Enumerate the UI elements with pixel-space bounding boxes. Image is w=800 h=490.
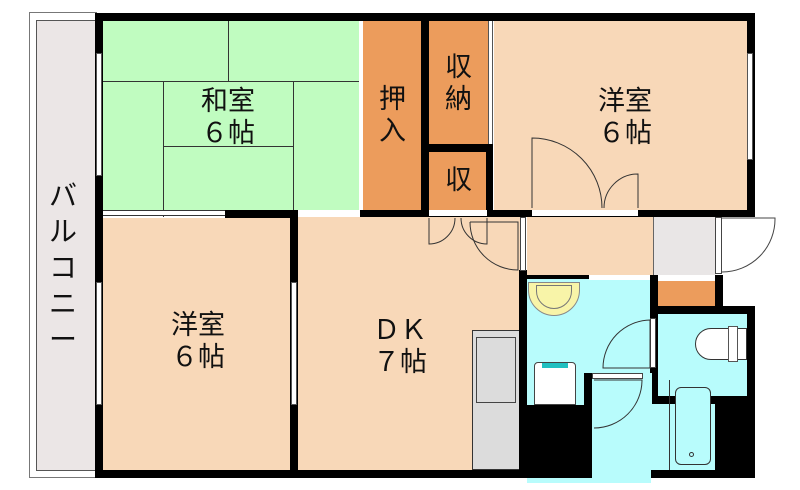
shu-small-label: 収: [445, 165, 472, 196]
washing-machine-space: [534, 362, 576, 405]
tatami-line: [103, 81, 359, 82]
sliding-door[interactable]: [291, 282, 297, 405]
tatami-line: [163, 81, 164, 217]
wall: [527, 275, 589, 279]
bathtub-drain: [689, 452, 694, 457]
wall: [519, 270, 527, 478]
outer-wall-bottom: [95, 470, 755, 478]
sliding-door[interactable]: [103, 210, 225, 216]
tatami-line: [293, 81, 294, 210]
closet-door-bottom[interactable]: [429, 210, 487, 216]
wall: [715, 396, 755, 478]
window: [747, 53, 753, 160]
toilet: [695, 328, 747, 360]
shuno-label: 収 納: [445, 52, 472, 115]
door-swing-icon: [469, 221, 519, 271]
wall: [584, 373, 592, 413]
yoshitsu-top-label: 洋室 ６帖: [598, 86, 652, 149]
wall: [715, 275, 723, 313]
door-swing-icon: [531, 137, 603, 209]
outer-wall-left: [95, 13, 103, 478]
entrance: [653, 217, 716, 275]
wall: [421, 13, 429, 217]
oshiire-label: 押 入: [379, 84, 406, 147]
tatami-line: [228, 21, 229, 81]
room-shuno: [429, 21, 488, 145]
bath-door[interactable]: [592, 373, 643, 379]
yoshitsu-left-label: 洋室 ６帖: [171, 310, 225, 373]
tatami-line: [163, 146, 294, 147]
door-swing-icon: [460, 217, 488, 245]
balcony-label: バ ル コ ニ ー: [48, 179, 77, 356]
kitchen-sink: [476, 337, 516, 403]
room-yoshitsu-left: [103, 218, 290, 470]
room-shu-small: [429, 152, 488, 210]
wall: [520, 405, 592, 478]
wall: [360, 210, 495, 217]
shoe-storage: [658, 275, 715, 307]
outer-wall-right-lower: [747, 307, 755, 478]
wall: [425, 144, 492, 152]
yoshitsu-door-opening[interactable]: [532, 210, 638, 216]
closet-door[interactable]: [488, 21, 493, 144]
room-oshiire: [363, 21, 422, 210]
bath-divider: [669, 380, 670, 470]
wall: [650, 306, 755, 314]
washing-machine-top: [542, 363, 568, 368]
washitsu-label: 和室 ６帖: [201, 86, 255, 149]
wall: [486, 144, 493, 217]
washroom-door[interactable]: [589, 275, 651, 280]
door-swing-icon: [603, 173, 639, 209]
dk-door-frame[interactable]: [520, 217, 526, 271]
entrance-door-frame[interactable]: [715, 217, 722, 274]
window: [96, 282, 102, 405]
wall: [225, 210, 298, 218]
entrance-door-swing-icon: [721, 217, 776, 273]
dk-label: ＤＫ ７帖: [373, 315, 427, 378]
door-swing-icon: [602, 319, 651, 369]
window: [96, 53, 102, 176]
toilet-tank: [728, 326, 738, 362]
room-washitsu: [103, 21, 359, 210]
corridor: [527, 217, 654, 275]
door-swing-icon: [593, 379, 643, 429]
balcony: [36, 20, 96, 471]
door-swing-icon: [428, 217, 456, 245]
